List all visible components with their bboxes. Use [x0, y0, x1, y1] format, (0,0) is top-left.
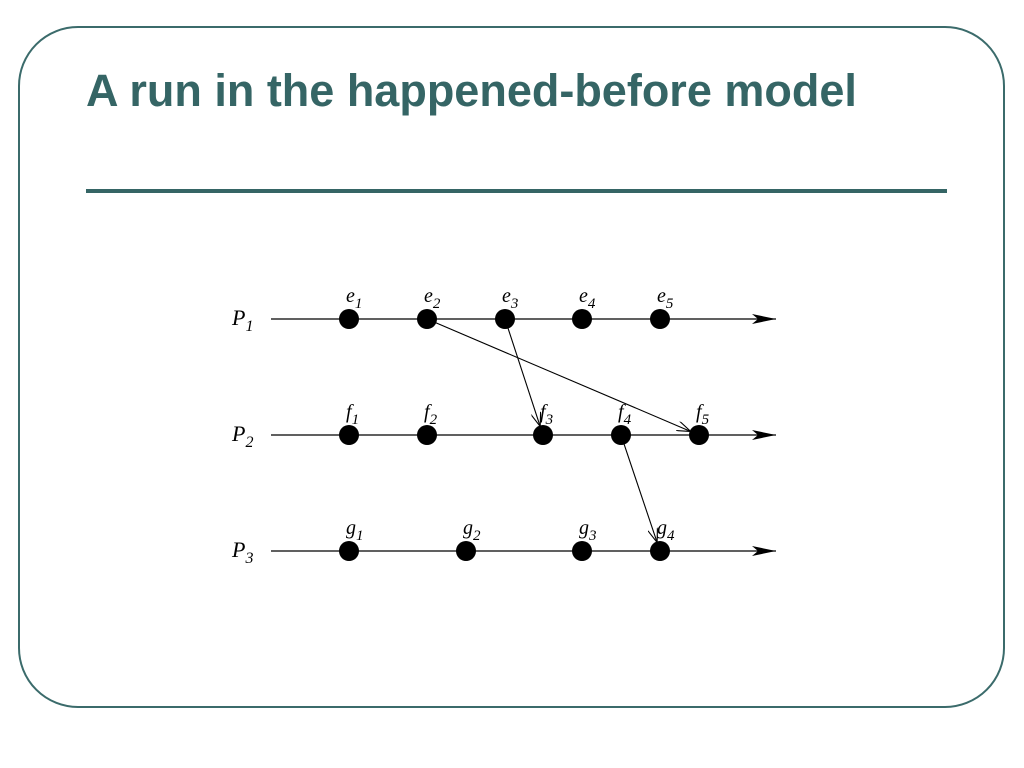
- event-dot-g1: [339, 541, 359, 561]
- event-label-f3: f3: [540, 401, 553, 428]
- event-label-g1-letter: g: [346, 517, 356, 539]
- event-label-g3-letter: g: [579, 517, 589, 539]
- title-underline: [86, 189, 947, 193]
- event-label-g2-letter: g: [463, 517, 473, 539]
- event-label-f5: f5: [696, 401, 710, 428]
- event-label-g4-subscript: 4: [667, 528, 675, 544]
- event-label-f5-subscript: 5: [702, 412, 710, 428]
- process-label-p2-subscript: 2: [245, 434, 253, 451]
- event-label-f4-subscript: 4: [624, 412, 632, 428]
- event-dot-f5: [689, 425, 709, 445]
- event-label-g4-letter: g: [657, 517, 667, 539]
- process-label-p2: P2: [231, 421, 253, 451]
- message-arrow-e2-f5: [434, 321, 690, 431]
- event-label-e2-subscript: 2: [433, 296, 441, 312]
- event-label-g1-subscript: 1: [356, 528, 364, 544]
- event-label-g1: g1: [346, 517, 364, 544]
- event-label-f5-letter: f: [696, 401, 704, 423]
- process-label-p3-subscript: 3: [244, 550, 253, 567]
- event-label-f2: f2: [424, 401, 438, 428]
- messages-layer: [434, 321, 690, 543]
- event-label-e2: e2: [424, 285, 441, 312]
- event-label-e4: e4: [579, 285, 596, 312]
- process-label-p1-letter: P: [231, 305, 245, 330]
- slide-frame: [18, 26, 1005, 708]
- event-dot-e2: [417, 309, 437, 329]
- message-arrow-f4-g4: [623, 442, 658, 543]
- event-dot-e3: [495, 309, 515, 329]
- event-label-f4: f4: [618, 401, 632, 428]
- event-dot-e1: [339, 309, 359, 329]
- event-dot-f4: [611, 425, 631, 445]
- event-dot-g3: [572, 541, 592, 561]
- event-label-g2: g2: [463, 517, 481, 544]
- event-label-f4-letter: f: [618, 401, 626, 423]
- event-label-g2-subscript: 2: [473, 528, 481, 544]
- process-label-p3: P3: [231, 537, 253, 567]
- event-dot-g2: [456, 541, 476, 561]
- event-label-e1-letter: e: [346, 285, 355, 307]
- event-label-e3-subscript: 3: [510, 296, 519, 312]
- event-label-e1-subscript: 1: [355, 296, 363, 312]
- event-label-f3-subscript: 3: [545, 412, 554, 428]
- event-label-e4-subscript: 4: [588, 296, 596, 312]
- event-dot-e5: [650, 309, 670, 329]
- event-label-f2-subscript: 2: [430, 412, 438, 428]
- process-label-p1: P1: [231, 305, 253, 335]
- process-label-p1-subscript: 1: [245, 318, 253, 335]
- event-label-f1-letter: f: [346, 401, 354, 423]
- event-label-e3-letter: e: [502, 285, 511, 307]
- event-label-f1: f1: [346, 401, 359, 428]
- event-label-e3: e3: [502, 285, 518, 312]
- event-dot-f2: [417, 425, 437, 445]
- message-arrow-e3-f3: [506, 326, 540, 427]
- event-label-e5-subscript: 5: [666, 296, 674, 312]
- event-label-e5-letter: e: [657, 285, 666, 307]
- slide-title: A run in the happened-before model: [86, 65, 857, 116]
- event-label-f1-subscript: 1: [352, 412, 360, 428]
- event-dot-g4: [650, 541, 670, 561]
- event-label-e5: e5: [657, 285, 674, 312]
- event-label-g3-subscript: 3: [588, 528, 597, 544]
- event-label-f2-letter: f: [424, 401, 432, 423]
- event-dot-f1: [339, 425, 359, 445]
- event-label-e2-letter: e: [424, 285, 433, 307]
- event-dot-e4: [572, 309, 592, 329]
- event-dot-f3: [533, 425, 553, 445]
- process-label-p3-letter: P: [231, 537, 245, 562]
- event-label-e1: e1: [346, 285, 362, 312]
- event-label-e4-letter: e: [579, 285, 588, 307]
- event-label-g4: g4: [657, 517, 675, 544]
- process-label-p2-letter: P: [231, 421, 245, 446]
- event-label-g3: g3: [579, 517, 597, 544]
- event-label-f3-letter: f: [540, 401, 548, 423]
